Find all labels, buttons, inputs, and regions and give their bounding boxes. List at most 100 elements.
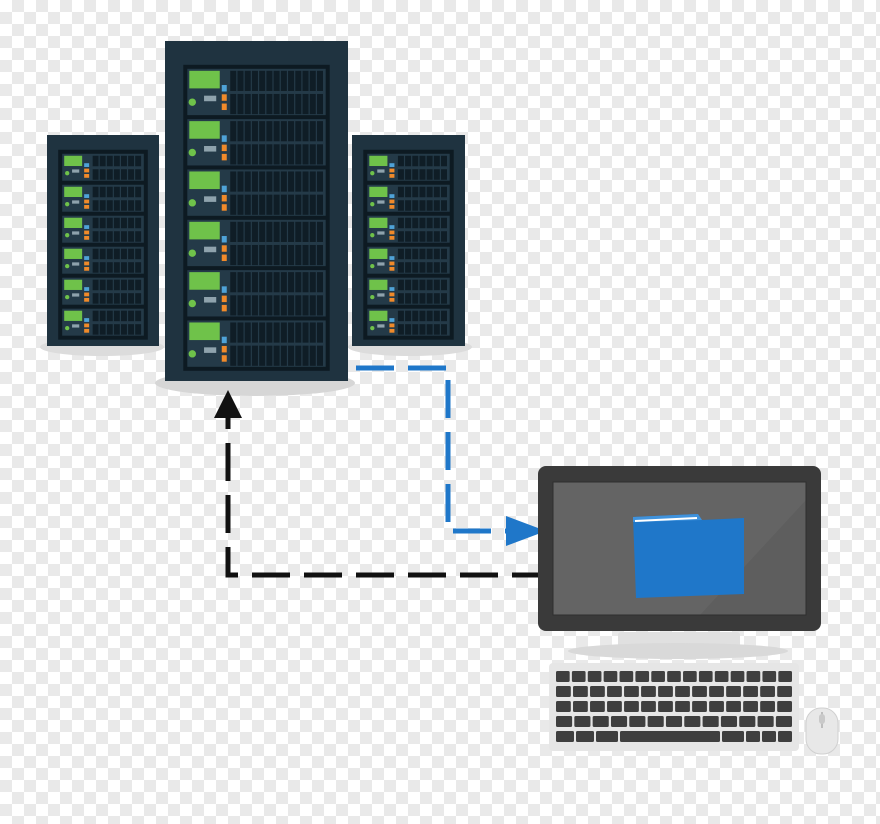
keyboard-key bbox=[556, 686, 571, 697]
activity-led bbox=[84, 292, 90, 297]
activity-led bbox=[389, 230, 395, 235]
status-display bbox=[189, 70, 220, 89]
power-led bbox=[370, 294, 375, 300]
keyboard-key bbox=[692, 701, 707, 712]
keyboard-key bbox=[743, 686, 758, 697]
keyboard-key bbox=[777, 686, 792, 697]
power-led bbox=[188, 199, 197, 207]
rack-unit bbox=[367, 277, 450, 305]
mouse bbox=[805, 707, 839, 755]
activity-led bbox=[221, 295, 227, 303]
power-led bbox=[370, 171, 375, 176]
status-display bbox=[64, 248, 83, 259]
rack-unit bbox=[187, 169, 326, 216]
status-display bbox=[369, 186, 388, 198]
arrowhead-to-computer-icon bbox=[506, 516, 546, 546]
keyboard-key bbox=[675, 686, 690, 697]
power-led bbox=[65, 233, 70, 238]
keyboard-key bbox=[629, 716, 646, 727]
keyboard-key bbox=[762, 731, 776, 742]
status-display bbox=[64, 310, 83, 321]
keyboard-key bbox=[635, 671, 650, 682]
status-display bbox=[189, 121, 220, 139]
status-display bbox=[64, 186, 83, 198]
rack-unit bbox=[62, 308, 144, 336]
rack-unit bbox=[62, 153, 144, 181]
power-led bbox=[370, 263, 375, 269]
keyboard-base bbox=[549, 663, 799, 751]
status-display bbox=[189, 221, 220, 240]
keyboard-key bbox=[576, 731, 594, 742]
keyboard-key bbox=[722, 731, 744, 742]
status-display bbox=[369, 155, 388, 167]
keyboard-key bbox=[692, 686, 707, 697]
rack-unit bbox=[187, 68, 326, 116]
keyboard-key bbox=[573, 686, 588, 697]
keyboard-key bbox=[610, 716, 628, 727]
rack-unit bbox=[367, 184, 450, 212]
rack-unit bbox=[187, 119, 326, 166]
power-led bbox=[188, 98, 197, 106]
keyboard-key bbox=[714, 671, 729, 682]
keyboard-key bbox=[658, 701, 673, 712]
power-led bbox=[188, 299, 197, 308]
activity-led bbox=[389, 261, 395, 266]
power-led bbox=[65, 202, 70, 207]
keyboard-key bbox=[573, 701, 588, 712]
keyboard-key bbox=[730, 671, 745, 682]
rack-unit bbox=[367, 246, 450, 274]
keyboard-key bbox=[607, 701, 622, 712]
keyboard-key bbox=[746, 671, 761, 682]
keyboard-key bbox=[743, 701, 758, 712]
keyboard-key bbox=[587, 671, 602, 682]
keyboard-key bbox=[777, 701, 792, 712]
keyboard-key bbox=[607, 686, 622, 697]
keyboard-key bbox=[775, 716, 792, 727]
keyboard-key bbox=[675, 701, 690, 712]
status-display bbox=[189, 322, 220, 341]
keyboard-key bbox=[574, 716, 591, 727]
server-rack-left bbox=[47, 135, 159, 346]
activity-led bbox=[389, 168, 395, 173]
keyboard-key bbox=[556, 716, 573, 727]
keyboard-key bbox=[619, 671, 634, 682]
activity-led bbox=[84, 230, 90, 235]
power-led bbox=[188, 148, 197, 157]
folder-icon bbox=[633, 514, 744, 598]
server-rack-center bbox=[165, 41, 348, 381]
status-display bbox=[189, 171, 220, 190]
activity-led bbox=[84, 199, 90, 204]
keyboard-key bbox=[684, 716, 701, 727]
keyboard bbox=[549, 663, 799, 751]
connector-computer-to-server bbox=[225, 418, 602, 578]
keyboard-key bbox=[720, 716, 738, 727]
keyboard-key bbox=[757, 716, 774, 727]
keyboard-key bbox=[746, 731, 760, 742]
keyboard-key bbox=[760, 701, 775, 712]
power-led bbox=[370, 325, 375, 331]
activity-led bbox=[221, 144, 227, 152]
status-display bbox=[369, 279, 388, 290]
activity-led bbox=[221, 345, 227, 353]
keyboard-key bbox=[683, 671, 697, 682]
keyboard-key bbox=[778, 731, 792, 742]
keyboard-key bbox=[739, 716, 756, 727]
activity-led bbox=[389, 323, 395, 328]
keyboard-key bbox=[590, 701, 605, 712]
monitor-base bbox=[568, 643, 788, 659]
keyboard-key bbox=[641, 686, 656, 697]
status-display bbox=[369, 217, 388, 228]
rack-unit bbox=[187, 270, 326, 317]
power-led bbox=[370, 233, 375, 238]
arrowhead-to-server-icon bbox=[214, 390, 242, 418]
keyboard-key bbox=[698, 671, 713, 682]
rack-unit bbox=[62, 246, 144, 274]
status-display bbox=[64, 155, 83, 167]
power-led bbox=[370, 202, 375, 207]
keyboard-key bbox=[709, 701, 724, 712]
keyboard-key bbox=[596, 731, 618, 742]
activity-led bbox=[84, 168, 90, 173]
server-center-bay bbox=[183, 64, 330, 371]
